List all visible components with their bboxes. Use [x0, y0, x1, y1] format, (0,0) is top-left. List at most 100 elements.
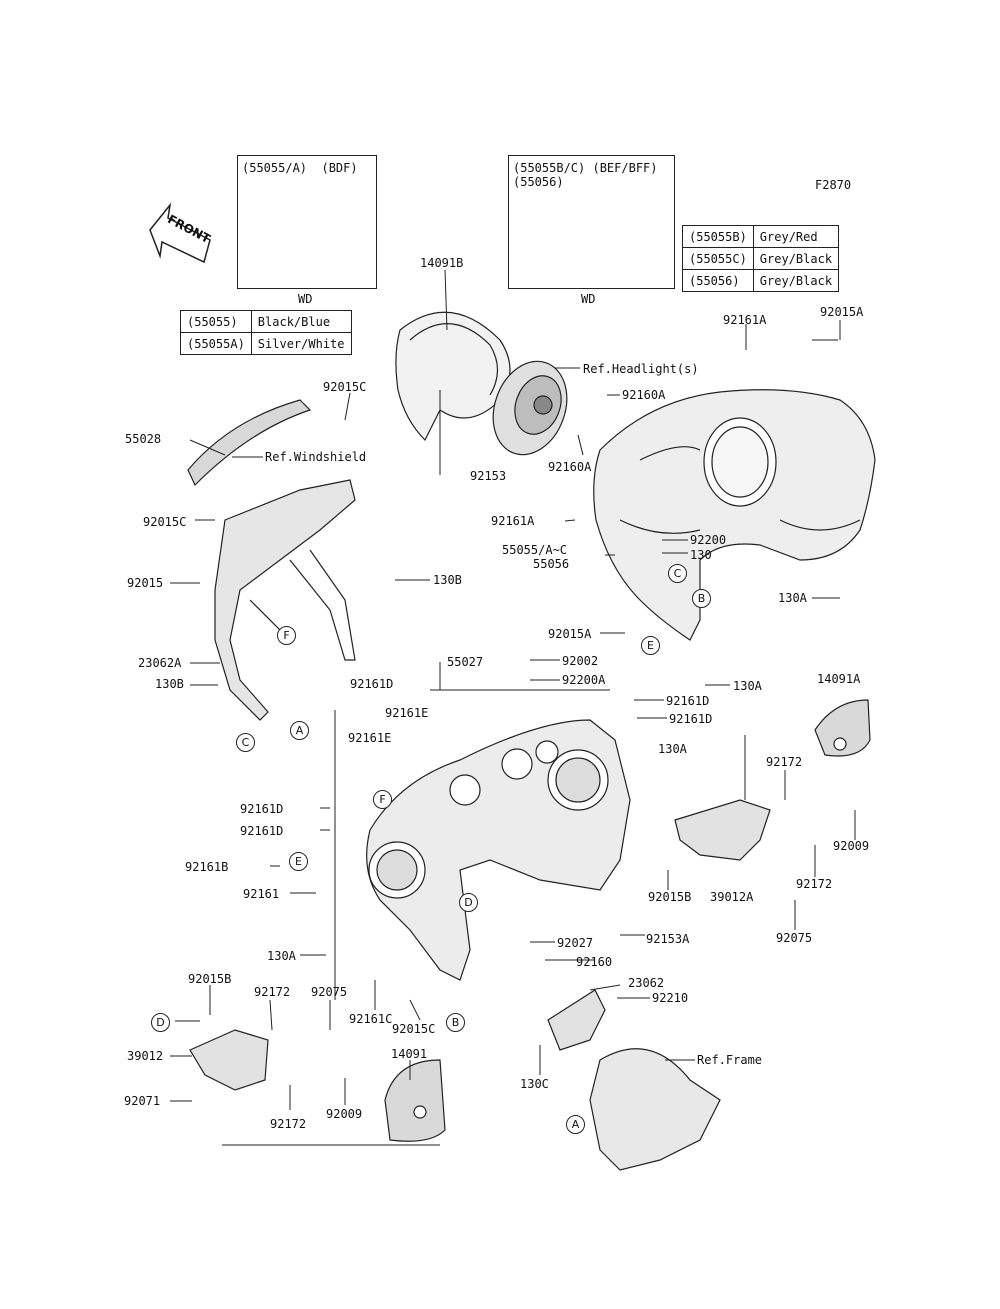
part-label: 92161D: [240, 802, 284, 816]
ref-circle-C: C: [668, 564, 687, 583]
ref-circle-B: B: [692, 589, 711, 608]
part-label: 92015C: [323, 380, 367, 394]
color-row: (55056)Grey/Black: [682, 269, 840, 292]
bracket-55028: [187, 399, 312, 487]
front-arrow-icon: [149, 202, 211, 264]
part-label: 130A: [778, 591, 807, 605]
part-label: 23062: [628, 976, 665, 990]
part-label: 55056: [533, 557, 570, 571]
part-label: 92161D: [666, 694, 710, 708]
part-label: 39012A: [710, 890, 754, 904]
part-label: 14091: [391, 1047, 428, 1061]
part-label: 92172: [796, 877, 833, 891]
part-label: 92009: [326, 1107, 363, 1121]
part-label: 92009: [833, 839, 870, 853]
color-row: (55055B)Grey/Red: [682, 225, 840, 248]
part-label: 130B: [433, 573, 462, 587]
part-label: 92015C: [392, 1022, 436, 1036]
color-row: (55055)Black/Blue: [180, 310, 352, 333]
part-label: 92161D: [350, 677, 394, 691]
part-label: 130A: [658, 742, 687, 756]
part-label: 92161E: [385, 706, 429, 720]
bracket-39012A: [674, 799, 771, 861]
part-label: 92161D: [240, 824, 284, 838]
part-label: 55055/A~C: [502, 543, 568, 557]
color-row-part: (55056): [682, 269, 754, 292]
part-label: 92172: [766, 755, 803, 769]
part-label: 92161D: [669, 712, 713, 726]
color-row: (55055A)Silver/White: [180, 332, 352, 355]
part-label: 92160A: [548, 460, 592, 474]
trim-ring-14091B: [395, 311, 511, 442]
mount-23062: [547, 989, 721, 1171]
inset-caption-left: WD: [298, 292, 313, 306]
part-label: 23062A: [138, 656, 182, 670]
part-label: 130A: [267, 949, 296, 963]
part-label: 92153: [470, 469, 507, 483]
part-label: 92153A: [646, 932, 690, 946]
part-label: 92015C: [143, 515, 187, 529]
part-label: 92161C: [349, 1012, 393, 1026]
part-label: 92015A: [820, 305, 864, 319]
part-label: 92015A: [548, 627, 592, 641]
color-row-color: Silver/White: [250, 332, 352, 355]
ref-label: Ref.Windshield: [265, 450, 367, 464]
diagram-code: F2870: [815, 178, 852, 192]
part-label: 92161B: [185, 860, 229, 874]
part-label: 92160A: [622, 388, 666, 402]
ref-circle-F: F: [277, 626, 296, 645]
color-table-right: (55055B)Grey/Red (55055C)Grey/Black (550…: [682, 225, 840, 292]
inset-box-left: (55055/A) (BDF): [237, 155, 377, 289]
part-label: 130C: [520, 1077, 549, 1091]
part-label: 130: [690, 548, 712, 562]
inset-box-right: (55055B/C) (BEF/BFF) (55056): [508, 155, 675, 289]
color-row-color: Grey/Black: [752, 247, 840, 270]
color-row-part: (55055B): [682, 225, 754, 248]
ref-circle-E: E: [641, 636, 660, 655]
inset-title-right: (55055B/C) (BEF/BFF) (55056): [513, 161, 658, 189]
color-row-color: Black/Blue: [250, 310, 352, 333]
ref-circle-C: C: [236, 733, 255, 752]
part-label: 92015B: [188, 972, 232, 986]
part-label: 130B: [155, 677, 184, 691]
inner-fairing-55027: [366, 719, 631, 981]
part-label: 92210: [652, 991, 689, 1005]
color-row-color: Grey/Red: [752, 225, 840, 248]
part-label: 92075: [311, 985, 348, 999]
part-label: 92161E: [348, 731, 392, 745]
color-table-left: (55055)Black/Blue (55055A)Silver/White: [180, 310, 352, 355]
part-label: 92015: [127, 576, 164, 590]
part-label: 92071: [124, 1094, 161, 1108]
part-label: 92002: [562, 654, 599, 668]
part-label: 39012: [127, 1049, 164, 1063]
cover-14091A: [814, 699, 871, 757]
ref-circle-D: D: [151, 1013, 170, 1032]
ref-circle-E: E: [289, 852, 308, 871]
ref-circle-B: B: [446, 1013, 465, 1032]
ref-circle-A: A: [566, 1115, 585, 1134]
part-label: 92200: [690, 533, 727, 547]
outer-fairing-55055: [593, 389, 876, 641]
part-label: 92160: [576, 955, 613, 969]
part-label: 92161A: [491, 514, 535, 528]
part-label: 92161: [243, 887, 280, 901]
bracket-39012: [189, 1029, 269, 1091]
part-label: 92200A: [562, 673, 606, 687]
ref-label: Ref.Frame: [697, 1053, 763, 1067]
part-label: 92172: [254, 985, 291, 999]
frame-23062A: [214, 479, 356, 721]
part-label: 14091B: [420, 256, 464, 270]
part-label: 92075: [776, 931, 813, 945]
part-label: 92015B: [648, 890, 692, 904]
part-label: 55028: [125, 432, 162, 446]
cover-14091: [384, 1059, 446, 1142]
part-label: 92161A: [723, 313, 767, 327]
leader-lines: [170, 269, 856, 1146]
ref-circle-F: F: [373, 790, 392, 809]
color-row-part: (55055): [180, 310, 252, 333]
inset-caption-right: WD: [581, 292, 596, 306]
inset-title-left: (55055/A) (BDF): [242, 161, 358, 175]
color-row-color: Grey/Black: [752, 269, 840, 292]
part-label: 55027: [447, 655, 484, 669]
